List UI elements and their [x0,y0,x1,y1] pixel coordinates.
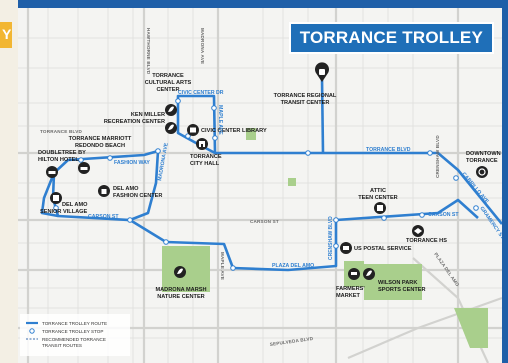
place-labels: TORRANCE CULTURAL ARTS CENTER KEN MILLER… [38,73,501,300]
label-transit-1: TORRANCE REGIONAL [274,93,337,99]
legend-recommended-label: RECOMMENDED TORRANCE [42,337,106,342]
bus-icon[interactable] [315,62,329,82]
label-transit-2: TRANSIT CENTER [281,100,330,106]
label-senior-1: DEL AMO [62,202,88,208]
street-maple-ave-north: MAPLE AVE [217,105,223,135]
leaf-icon[interactable] [174,266,186,278]
target-icon[interactable] [476,166,488,178]
label-attic-2: TEEN CENTER [358,195,397,201]
street-torrance-blvd: TORRANCE BLVD [366,147,411,153]
street-sepulveda-blvd: SEPULVEDA BLVD [269,336,314,347]
label-farmers-1: FARMERS' [336,286,365,292]
label-marriott-2: REDONDO BEACH [75,143,125,149]
map-title: TORRANCE TROLLEY [288,22,494,54]
label-delamofashion-2: FASHION CENTER [113,193,162,199]
label-cityhall-2: CITY HALL [190,161,220,167]
label-torrancehs: TORRANCE HS [406,238,447,244]
street-crenshaw-left: CRENSHAW BLVD [435,135,440,178]
adjacent-panel-strip: Y [0,0,18,363]
shopping-bag-icon[interactable] [98,185,110,197]
bed-icon[interactable] [46,166,58,178]
label-downtown-2: TORRANCE [466,158,498,164]
map-legend: TORRANCE TROLLEY ROUTE TORRANCE TROLLEY … [20,314,130,356]
street-fashion-way: FASHION WAY [114,160,150,166]
label-postal: US POSTAL SERVICE [354,246,412,252]
label-senior-2: SENIOR VILLAGE [40,209,88,215]
label-cityhall-1: TORRANCE [190,154,222,160]
legend-route-label: TORRANCE TROLLEY ROUTE [42,321,107,326]
book-icon[interactable] [187,124,199,136]
street-carson-st-east: CARSON ST [428,212,459,218]
street-carson-st-mid: CARSON ST [250,219,279,224]
leaf-icon[interactable] [363,268,375,280]
trolley-map[interactable]: TORRANCE CULTURAL ARTS CENTER KEN MILLER… [18,8,502,363]
label-doubletree-1: DOUBLETREE BY [38,150,86,156]
bed-icon[interactable] [78,162,90,174]
label-wilson-1: WILSON PARK [378,280,417,286]
street-plaza-del-amo: PLAZA DEL AMO [272,263,314,269]
label-cultural-2: CULTURAL ARTS [145,80,192,86]
street-carson-st-west: CARSON ST [88,214,119,220]
street-madrona-north: MADRONA AVE [200,28,205,64]
adjacent-panel-tab-text: Y [2,26,12,42]
place-icons [46,62,488,280]
legend-stop-label: TORRANCE TROLLEY STOP [42,329,103,334]
label-marriott-1: TORRANCE MARRIOTT [69,136,132,142]
label-downtown-1: DOWNTOWN [466,151,501,157]
label-madrona-1: MADRONA MARSH [155,287,206,293]
trolley-stops [53,98,479,271]
label-kenmiller-2: RECREATION CENTER [104,119,165,125]
cart-icon[interactable] [348,268,360,280]
mail-icon[interactable] [340,242,352,254]
leaf-icon[interactable] [165,104,177,116]
label-cultural-3: CENTER [157,87,180,93]
leaf-icon[interactable] [165,122,177,134]
street-torrance-blvd-west: TORRANCE BLVD [40,129,82,134]
label-wilson-2: SPORTS CENTER [378,287,426,293]
street-civic-center-dr: CIVIC CENTER DR [178,90,224,96]
label-delamofashion-1: DEL AMO [113,186,139,192]
building-icon[interactable] [196,138,208,150]
legend-transit-label: TRANSIT ROUTES [42,343,82,348]
legend-stop-swatch [29,328,35,334]
map-canvas: TORRANCE CULTURAL ARTS CENTER KEN MILLER… [18,8,502,363]
street-hawthorne-blvd: HAWTHORNE BLVD [146,28,151,75]
label-attic-1: ATTIC [370,188,386,194]
label-cultural-1: TORRANCE [152,73,184,79]
label-doubletree-2: HILTON HOTEL [38,157,79,163]
adjacent-panel-tab [0,22,12,48]
label-library: CIVIC CENTER LIBRARY [201,128,267,134]
graduation-cap-icon[interactable] [412,225,424,237]
street-crenshaw-blvd: CRENSHAW BLVD [328,216,334,260]
street-maple-ave-south: MAPLE AVE [220,252,225,280]
building-icon[interactable] [374,202,386,214]
label-farmers-2: MARKET [336,293,361,299]
label-kenmiller-1: KEN MILLER [131,112,165,118]
label-madrona-2: NATURE CENTER [157,294,204,300]
building-icon[interactable] [50,192,62,204]
